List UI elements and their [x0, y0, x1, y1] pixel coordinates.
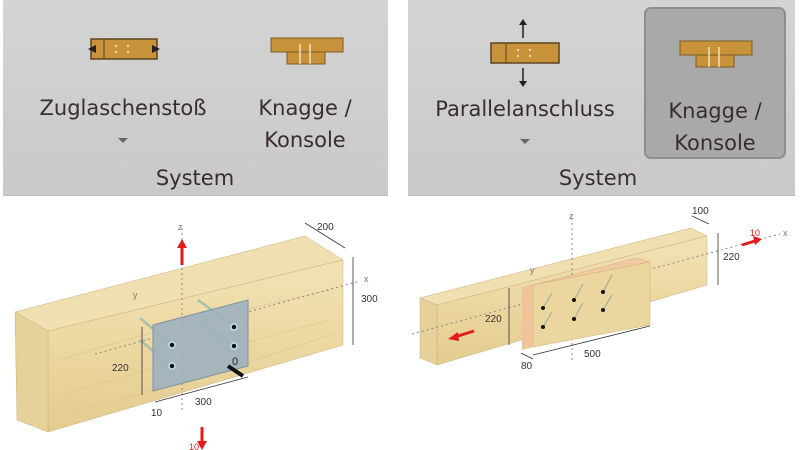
bracket-console-icon	[270, 37, 344, 65]
dim-bracket-length: 500	[584, 349, 601, 360]
left-3d-view[interactable]: z y x 0 10 200 300 220 300 10	[0, 200, 400, 450]
dim-height: 300	[361, 294, 378, 305]
ribbon-panel-left: Zuglaschenstoß Knagge / Konsole System	[3, 0, 388, 196]
knagge-konsole-button[interactable]: Knagge / Konsole	[243, 20, 368, 155]
right-3d-view[interactable]: z y x 10 100 220 220 500 80	[400, 200, 800, 400]
konsole-label: Konsole	[264, 128, 346, 152]
ribbon-panel-right: Parallelanschluss Knagge / Konsole Syste…	[408, 0, 795, 196]
group-label-system: System	[558, 166, 638, 190]
tension-load-value: 10	[189, 442, 199, 450]
dropdown-arrow-icon[interactable]	[520, 139, 530, 144]
axis-label-x: x	[364, 274, 369, 284]
tension-load-up-arrow	[177, 239, 187, 265]
bracket-console-icon	[679, 40, 753, 68]
steel-plate	[152, 299, 249, 392]
axial-load-value: 10	[750, 228, 760, 238]
axis-label-z: z	[178, 222, 183, 232]
dowels	[168, 323, 238, 370]
konsole-label: Konsole	[674, 131, 756, 155]
bracket-edge	[522, 285, 533, 350]
dim-bracket-thickness: 80	[521, 361, 533, 372]
axis-label-x: x	[783, 228, 788, 238]
axis-label-y: y	[133, 290, 138, 300]
x-axis	[94, 280, 361, 355]
beam-end-face	[14, 311, 49, 433]
axial-load-right-arrow	[741, 236, 762, 247]
tension-splice-icon	[88, 38, 160, 60]
knagge-konsole-button-selected[interactable]: Knagge / Konsole	[644, 7, 786, 159]
group-label-system: System	[155, 166, 235, 190]
load-moment-label: 0	[232, 356, 238, 368]
beam-end-face	[419, 297, 438, 366]
knagge-label: Knagge /	[668, 99, 762, 123]
parallelanschluss-label: Parallelanschluss	[435, 97, 615, 121]
dim-plate-length: 300	[195, 397, 212, 408]
knagge-label: Knagge /	[258, 96, 352, 120]
dim-bracket-height: 220	[485, 314, 502, 325]
dropdown-arrow-icon[interactable]	[118, 138, 128, 143]
parallel-connection-icon	[490, 19, 560, 87]
dim-edge: 10	[151, 408, 163, 419]
parallelanschluss-button[interactable]: Parallelanschluss	[423, 15, 628, 155]
dim-width: 200	[317, 222, 334, 233]
bracket-front-face	[532, 261, 651, 348]
dim-height: 220	[723, 252, 740, 263]
dim-plate-height: 220	[112, 363, 129, 374]
zuglaschenstoss-button[interactable]: Zuglaschenstoß	[23, 20, 223, 155]
dowels	[541, 290, 605, 329]
axis-label-y: y	[530, 265, 535, 275]
dim-width: 100	[692, 206, 709, 217]
zuglaschenstoss-label: Zuglaschenstoß	[39, 96, 207, 120]
axial-load-left-arrow	[448, 329, 475, 341]
tension-load-down-arrow	[197, 427, 207, 450]
axis-label-z: z	[569, 211, 574, 221]
